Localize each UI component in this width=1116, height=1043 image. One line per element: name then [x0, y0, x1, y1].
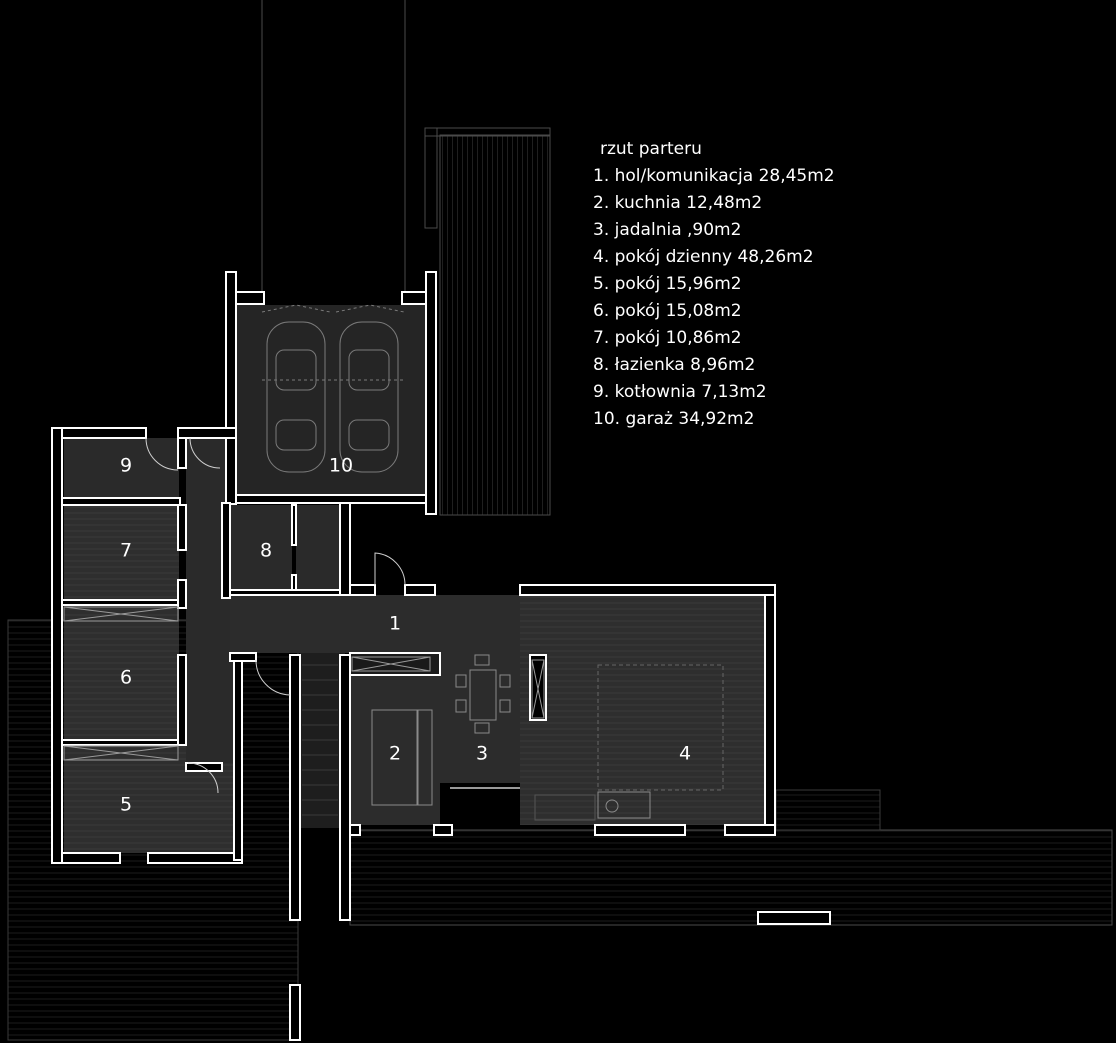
room-label-3: 3	[476, 743, 488, 765]
room-label-6: 6	[120, 667, 132, 689]
legend-item: 8. łazienka 8,96m2	[593, 355, 756, 375]
legend-item: 6. pokój 15,08m2	[593, 301, 742, 321]
legend-item: 3. jadalnia ,90m2	[593, 220, 742, 240]
legend-item: 9. kotłownia 7,13m2	[593, 382, 767, 402]
room-label-1: 1	[389, 613, 401, 635]
stairs	[302, 664, 338, 816]
legend-item: 5. pokój 15,96m2	[593, 274, 742, 294]
room-label-9: 9	[120, 455, 132, 477]
legend-item: 10. garaż 34,92m2	[593, 409, 755, 429]
legend-item: 2. kuchnia 12,48m2	[593, 193, 763, 213]
room-label-10: 10	[329, 455, 353, 477]
furniture	[371, 654, 724, 821]
legend-item: 1. hol/komunikacja 28,45m2	[593, 166, 835, 186]
room-label-2: 2	[389, 743, 401, 765]
room-legend: rzut parteru 1. hol/komunikacja 28,45m2 …	[593, 136, 835, 433]
legend-item: 7. pokój 10,86m2	[593, 328, 742, 348]
legend-title: rzut parteru	[600, 139, 702, 159]
room-label-8: 8	[260, 540, 272, 562]
room-label-7: 7	[120, 540, 132, 562]
wardrobes	[63, 606, 545, 761]
room-label-4: 4	[679, 743, 691, 765]
cars	[261, 304, 405, 473]
doors	[145, 437, 406, 794]
walls	[51, 271, 776, 1041]
room-label-5: 5	[120, 794, 132, 816]
room-labels: 1 2 3 4 5 6 7 8 9 10	[120, 455, 691, 816]
legend-item: 4. pokój dzienny 48,26m2	[593, 247, 814, 267]
